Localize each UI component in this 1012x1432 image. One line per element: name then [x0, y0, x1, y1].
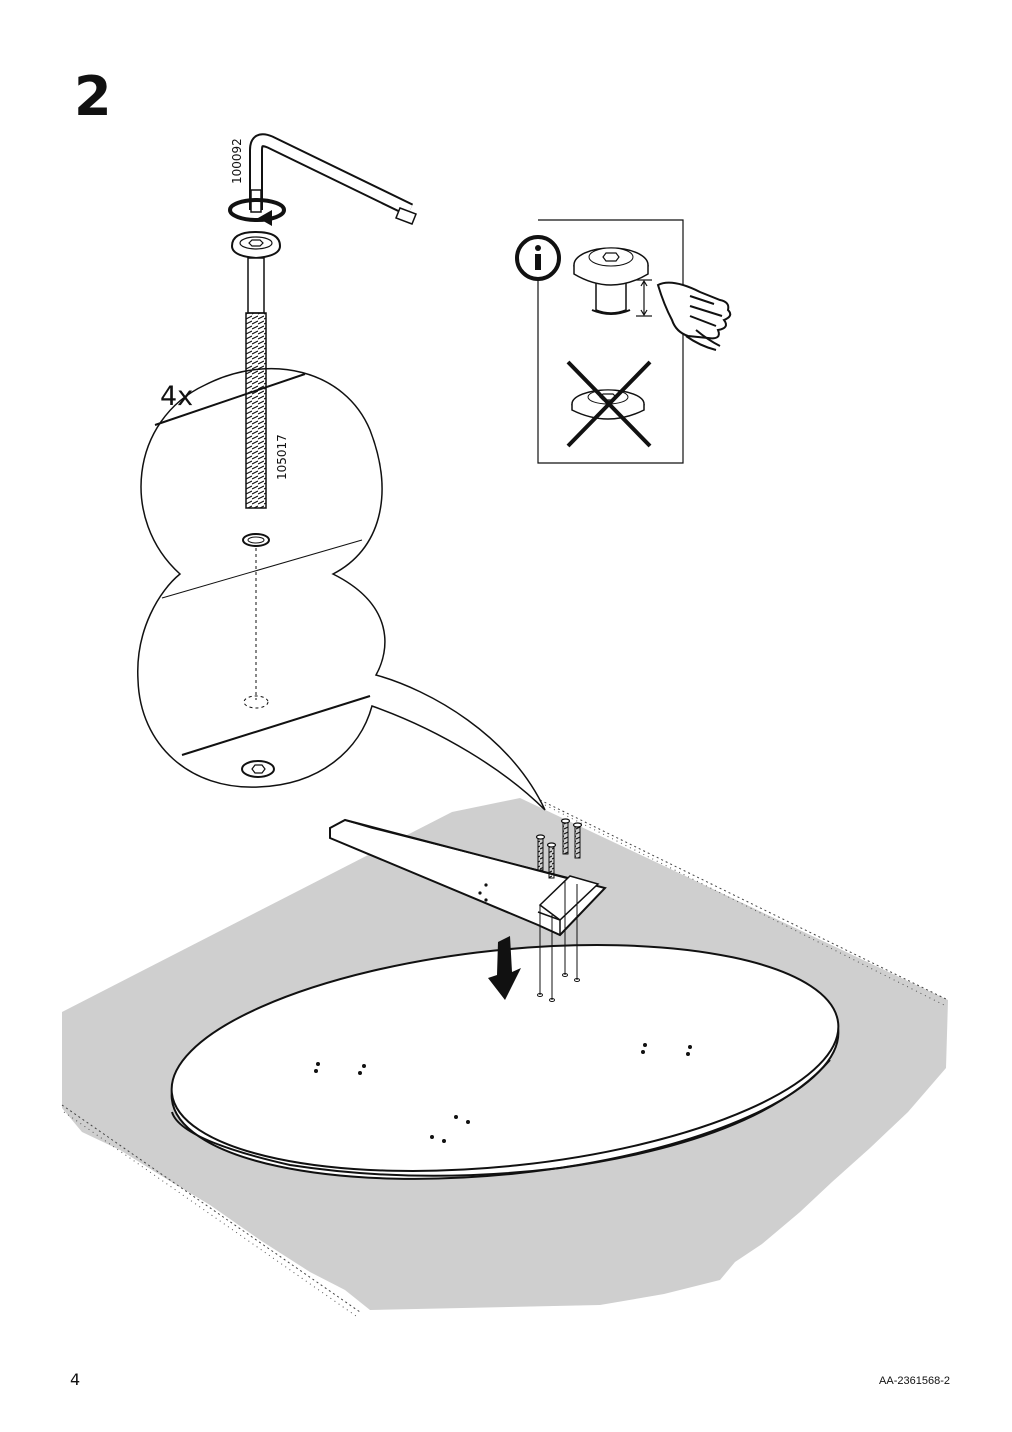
leg-bracket	[329, 818, 607, 937]
table-top	[170, 944, 840, 1180]
down-arrow-icon	[488, 936, 521, 1000]
page-number: 4	[70, 1370, 81, 1389]
info-box	[515, 219, 732, 464]
bolt-code: 105017	[275, 434, 289, 480]
bolts	[535, 818, 583, 879]
step-number: 2	[74, 65, 112, 128]
detail-callout	[137, 367, 546, 811]
bolt-head-correct	[573, 247, 649, 315]
cross-icon	[566, 360, 652, 448]
hand-pointer-icon	[656, 281, 732, 351]
hex-key	[249, 133, 417, 225]
gap-measure-icon	[636, 279, 652, 317]
hex-key-code: 100092	[230, 138, 244, 184]
guide-lines	[537, 880, 580, 1002]
long-bolt	[230, 230, 282, 509]
rotate-clockwise-icon	[228, 198, 286, 226]
document-id: AA-2361568-2	[879, 1375, 950, 1387]
quantity-label: 4x	[160, 381, 193, 412]
info-icon	[515, 235, 561, 281]
